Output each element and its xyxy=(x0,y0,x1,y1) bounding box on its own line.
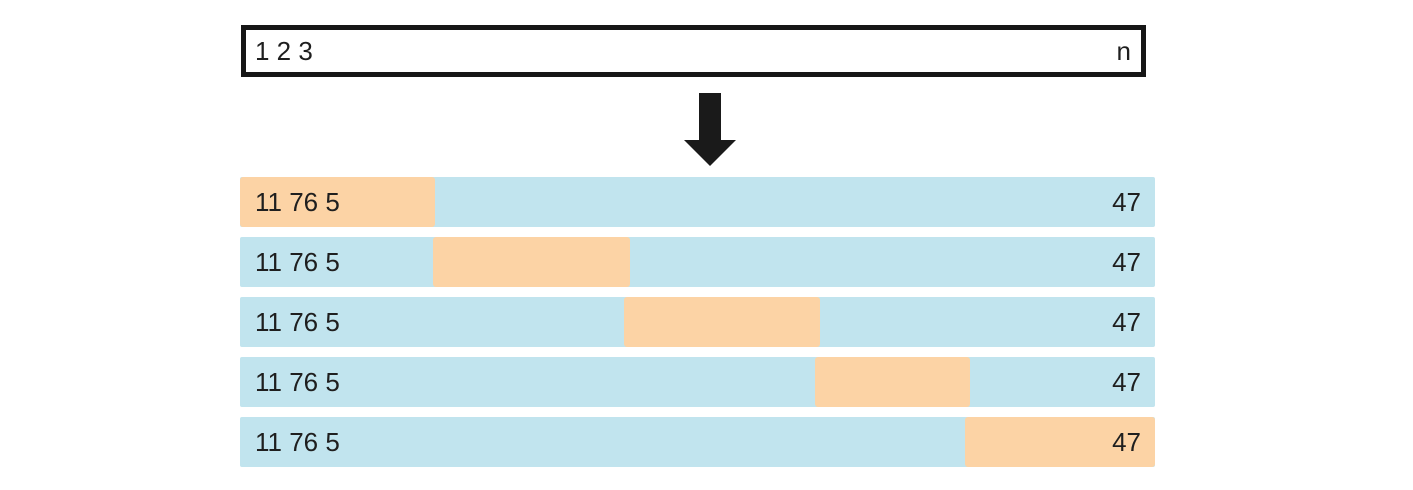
bar-left-values: 11 76 5 xyxy=(255,247,340,277)
array-bar-row: 11 76 5 47 xyxy=(240,357,1155,407)
array-end-label: n xyxy=(1116,36,1131,66)
bar-right-value: 47 xyxy=(1112,247,1141,277)
bar-left-values: 11 76 5 xyxy=(255,427,340,457)
array-range-box: 1 2 3 n xyxy=(241,25,1146,77)
array-start-label: 1 2 3 xyxy=(255,36,313,66)
sliding-window-highlight xyxy=(965,417,1155,467)
bar-right-value: 47 xyxy=(1112,427,1141,457)
sliding-window-highlight xyxy=(624,297,820,347)
array-bar-row: 11 76 5 47 xyxy=(240,237,1155,287)
sliding-window-highlight xyxy=(433,237,630,287)
down-arrow-icon xyxy=(684,93,736,166)
sliding-window-highlight xyxy=(240,177,435,227)
sliding-window-highlight xyxy=(815,357,970,407)
bar-right-value: 47 xyxy=(1112,307,1141,337)
bar-right-value: 47 xyxy=(1112,367,1141,397)
bar-right-value: 47 xyxy=(1112,187,1141,217)
bar-left-values: 11 76 5 xyxy=(255,187,340,217)
array-bar-row: 11 76 5 47 xyxy=(240,177,1155,227)
bar-left-values: 11 76 5 xyxy=(255,367,340,397)
array-bar-row: 11 76 5 47 xyxy=(240,417,1155,467)
array-bar-row: 11 76 5 47 xyxy=(240,297,1155,347)
bar-left-values: 11 76 5 xyxy=(255,307,340,337)
